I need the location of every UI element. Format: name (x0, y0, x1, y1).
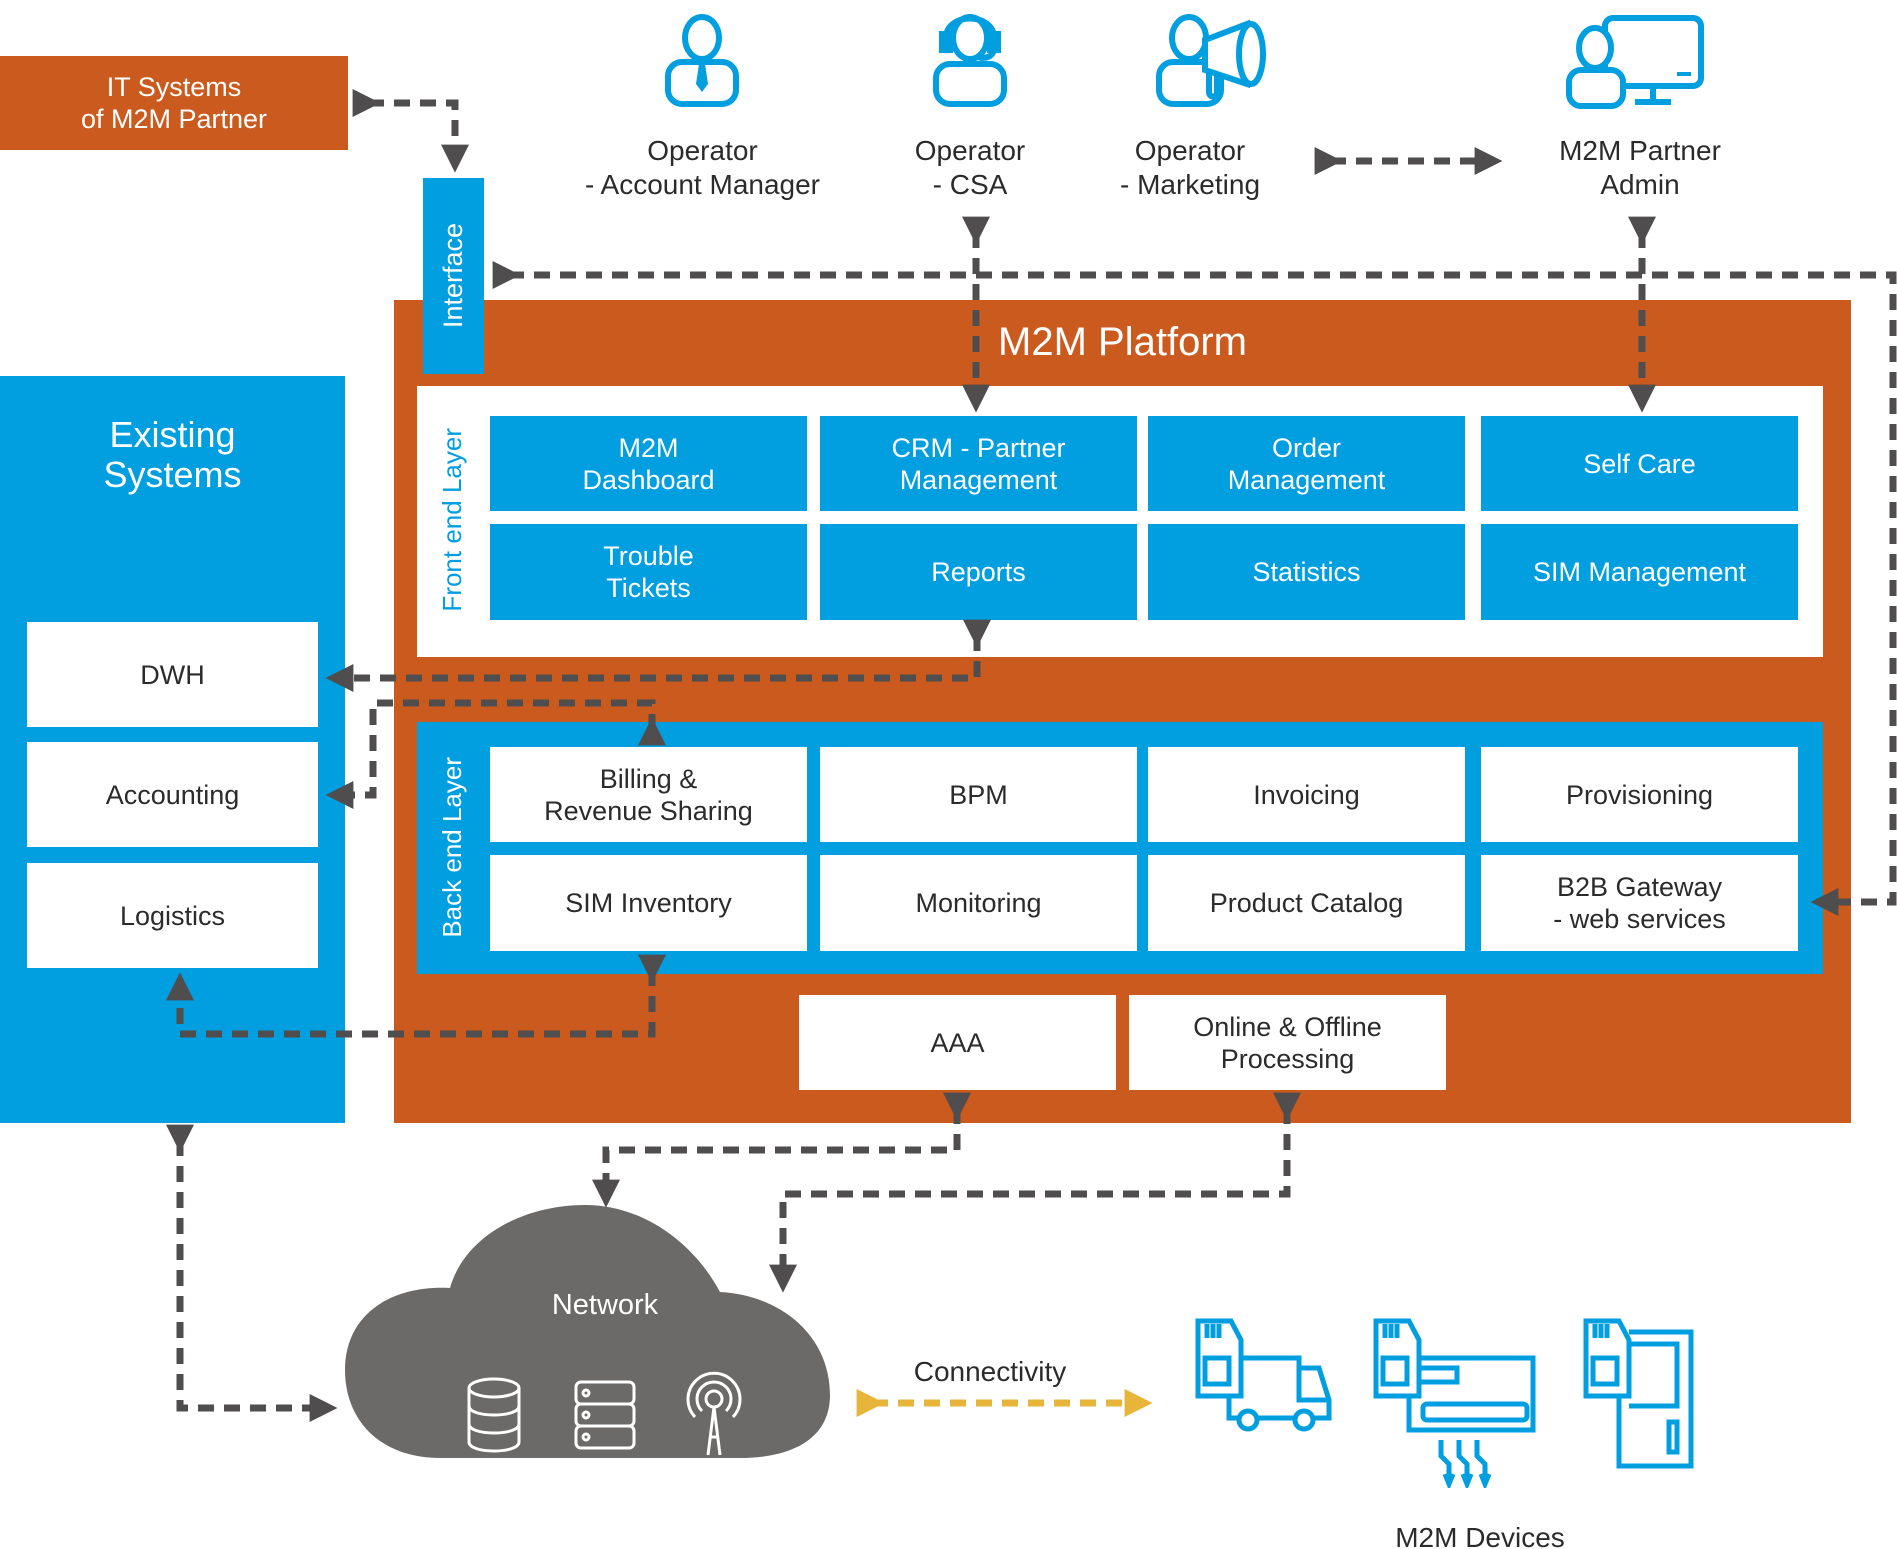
be-module-billing-revenue-sharing[interactable]: Billing & Revenue Sharing (490, 747, 807, 842)
user-computer-icon (1566, 15, 1704, 109)
fe-module-crm-partner-management[interactable]: CRM - Partner Management (820, 416, 1137, 511)
be-module-product-catalog[interactable]: Product Catalog (1148, 855, 1465, 951)
module-label: SIM Inventory (565, 888, 732, 918)
database-icon (467, 1377, 521, 1453)
module-label: Reports (931, 557, 1026, 587)
be-module-invoicing[interactable]: Invoicing (1148, 747, 1465, 842)
sim-truck-icon (1195, 1318, 1332, 1432)
fe-module-m2m-dashboard[interactable]: M2M Dashboard (490, 416, 807, 511)
arrow-it-systems-interface (352, 89, 469, 173)
fe-module-trouble-tickets[interactable]: Trouble Tickets (490, 524, 807, 620)
actor-label-marketing: Operator - Marketing (1119, 135, 1261, 200)
platform-title: M2M Platform (998, 319, 1247, 364)
module-label: Monitoring (915, 888, 1042, 918)
sim-air-conditioner-icon (1373, 1318, 1536, 1488)
fe-module-statistics[interactable]: Statistics (1148, 524, 1465, 620)
actor-label-csa: Operator - CSA (914, 135, 1026, 200)
interface-bar: Interface (423, 178, 484, 374)
actor-label-account-manager: Operator - Account Manager (584, 135, 821, 200)
system-label: Accounting (105, 779, 240, 810)
fe-module-self-care[interactable]: Self Care (1481, 416, 1798, 511)
module-label: AAA (930, 1027, 985, 1058)
back-end-layer-label: Back end Layer (437, 757, 467, 938)
core-online-offline-processing[interactable]: Online & Offline Processing (1129, 995, 1446, 1090)
antenna-tower-icon (686, 1371, 742, 1456)
fe-module-order-management[interactable]: Order Management (1148, 416, 1465, 511)
server-icon (574, 1380, 636, 1450)
be-module-b2b-gateway[interactable]: B2B Gateway - web services (1481, 855, 1798, 951)
be-module-provisioning[interactable]: Provisioning (1481, 747, 1798, 842)
devices-label: M2M Devices (1395, 1522, 1565, 1549)
sim-meter-icon (1583, 1318, 1694, 1469)
be-module-monitoring[interactable]: Monitoring (820, 855, 1137, 951)
megaphone-user-icon (1156, 14, 1266, 107)
module-label: Self Care (1583, 448, 1696, 479)
existing-system-dwh[interactable]: DWH (27, 622, 318, 727)
core-aaa[interactable]: AAA (799, 995, 1116, 1090)
headset-agent-icon (933, 14, 1007, 107)
connectivity-label: Connectivity (913, 1356, 1067, 1387)
be-module-bpm[interactable]: BPM (820, 747, 1137, 842)
module-label: CRM - Partner Management (891, 432, 1066, 495)
front-end-layer-label-wrap: Front end Layer (430, 400, 475, 640)
module-label: Trouble Tickets (603, 541, 694, 603)
existing-system-logistics[interactable]: Logistics (27, 863, 318, 968)
module-label: B2B Gateway - web services (1553, 872, 1726, 934)
it-systems-label: IT Systems of M2M Partner (80, 72, 268, 134)
back-end-layer-label-wrap: Back end Layer (430, 735, 475, 960)
network-label: Network (551, 1288, 659, 1321)
module-label: Provisioning (1565, 779, 1714, 810)
module-label: SIM Management (1532, 557, 1747, 587)
actor-label-partner-admin: M2M Partner Admin (1559, 135, 1721, 200)
module-label: Statistics (1252, 557, 1361, 587)
module-label: M2M Dashboard (582, 432, 715, 495)
system-label: Logistics (119, 900, 226, 931)
module-label: Order Management (1227, 432, 1386, 495)
module-label: Invoicing (1253, 779, 1360, 810)
be-module-sim-inventory[interactable]: SIM Inventory (490, 855, 807, 951)
account-manager-icon (665, 14, 739, 107)
interface-label: Interface (438, 223, 468, 329)
it-systems-box: IT Systems of M2M Partner (0, 56, 348, 150)
module-label: Online & Offline Processing (1193, 1011, 1382, 1074)
module-label: Product Catalog (1209, 888, 1404, 918)
network-cloud (345, 1205, 830, 1458)
fe-module-reports[interactable]: Reports (820, 524, 1137, 620)
front-end-layer-label: Front end Layer (437, 428, 467, 612)
module-label: BPM (949, 779, 1008, 810)
arrow-existing-systems-network (166, 1124, 338, 1422)
existing-system-accounting[interactable]: Accounting (27, 742, 318, 847)
existing-systems-title: Existing Systems (103, 414, 242, 495)
system-label: DWH (140, 659, 205, 690)
fe-module-sim-management[interactable]: SIM Management (1481, 524, 1798, 620)
module-label: Billing & Revenue Sharing (544, 763, 753, 826)
